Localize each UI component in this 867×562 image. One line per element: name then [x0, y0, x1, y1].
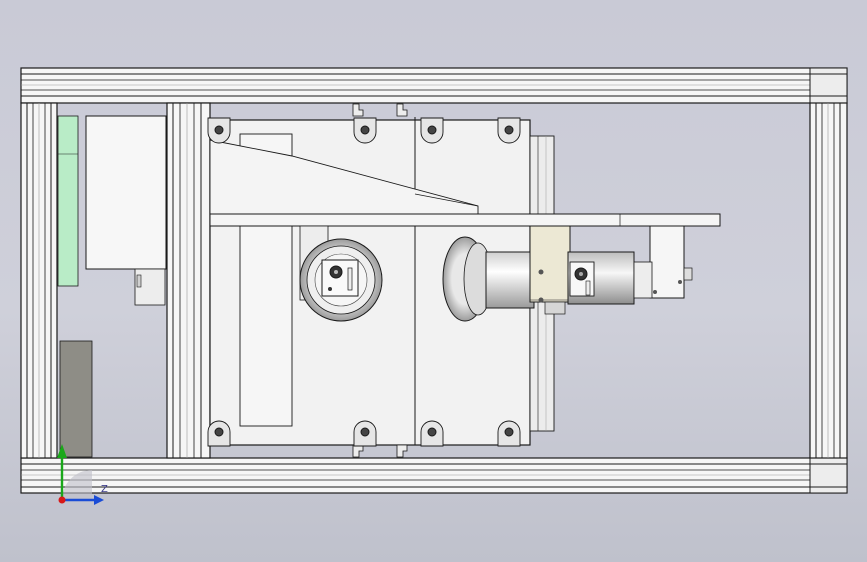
box-bracket — [134, 268, 166, 306]
left-wheel[interactable] — [299, 225, 383, 322]
right-post[interactable] — [809, 102, 848, 459]
bottom-rail[interactable] — [20, 457, 848, 494]
left-post[interactable] — [20, 102, 58, 459]
middle-post[interactable] — [166, 102, 211, 459]
spindle-assembly[interactable] — [442, 225, 635, 322]
top-clip — [352, 103, 408, 117]
main-housing[interactable] — [209, 117, 555, 446]
coordinate-triad — [57, 444, 104, 505]
control-box[interactable] — [85, 115, 167, 270]
mounting-tabs-top — [207, 117, 521, 144]
dark-panel[interactable] — [59, 340, 93, 458]
mounting-tabs-bottom — [207, 420, 521, 447]
top-rail[interactable] — [20, 67, 848, 104]
motor-bracket[interactable] — [633, 225, 693, 299]
horizontal-plate[interactable] — [209, 213, 721, 227]
green-panel[interactable] — [57, 115, 79, 287]
bottom-clip — [352, 444, 408, 458]
triad-z-label: Z — [101, 484, 108, 495]
